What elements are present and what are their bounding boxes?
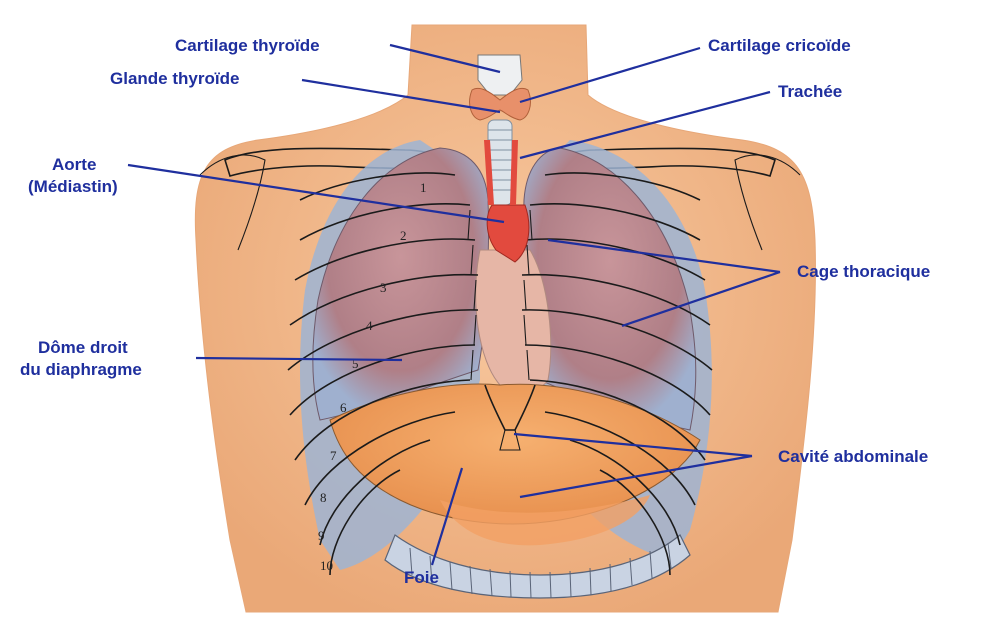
rib-number: 8 [320, 490, 327, 505]
rib-number: 5 [352, 356, 359, 371]
rib-number: 4 [366, 318, 373, 333]
label-aorte: Aorte [52, 155, 96, 174]
leader-lines [127, 43, 781, 566]
label-cage-thoracique: Cage thoracique [797, 262, 930, 281]
rib-number: 10 [320, 558, 333, 573]
right-shoulder-bone [199, 154, 266, 251]
label-dome-droit: Dôme droit [38, 338, 128, 357]
rib-number: 6 [340, 400, 347, 415]
intestines [384, 534, 691, 599]
carotid-right [484, 140, 494, 205]
rib-number: 9 [318, 528, 325, 543]
label-mediastin: (Médiastin) [28, 177, 118, 196]
label-cavite-abdominale: Cavité abdominale [778, 447, 928, 466]
label-glande-thyroide: Glande thyroïde [110, 69, 239, 88]
rib-number: 7 [330, 448, 337, 463]
xiphoid [499, 429, 521, 451]
costal-margin [484, 384, 536, 431]
right-ribs [287, 172, 479, 576]
intestine-folds [409, 542, 672, 599]
thyroid-gland [469, 87, 531, 121]
rib-number: 2 [400, 228, 407, 243]
abdominal-cavity [440, 495, 650, 546]
label-cartilage-cricoide: Cartilage cricoïde [708, 36, 851, 55]
carotid-left [510, 140, 518, 205]
rib-number: 1 [420, 180, 427, 195]
rib-number-labels: 1 2 3 4 5 6 7 8 9 10 [318, 180, 427, 573]
left-shoulder-bone [734, 154, 801, 251]
label-du-diaphragme: du diaphragme [20, 360, 142, 379]
rib-number: 3 [380, 280, 387, 295]
left-ribs [521, 172, 713, 576]
label-cartilage-thyroide: Cartilage thyroïde [175, 36, 320, 55]
label-trachee: Trachée [778, 82, 842, 101]
thyroid-cartilage [477, 54, 523, 96]
label-foie: Foie [404, 568, 439, 587]
